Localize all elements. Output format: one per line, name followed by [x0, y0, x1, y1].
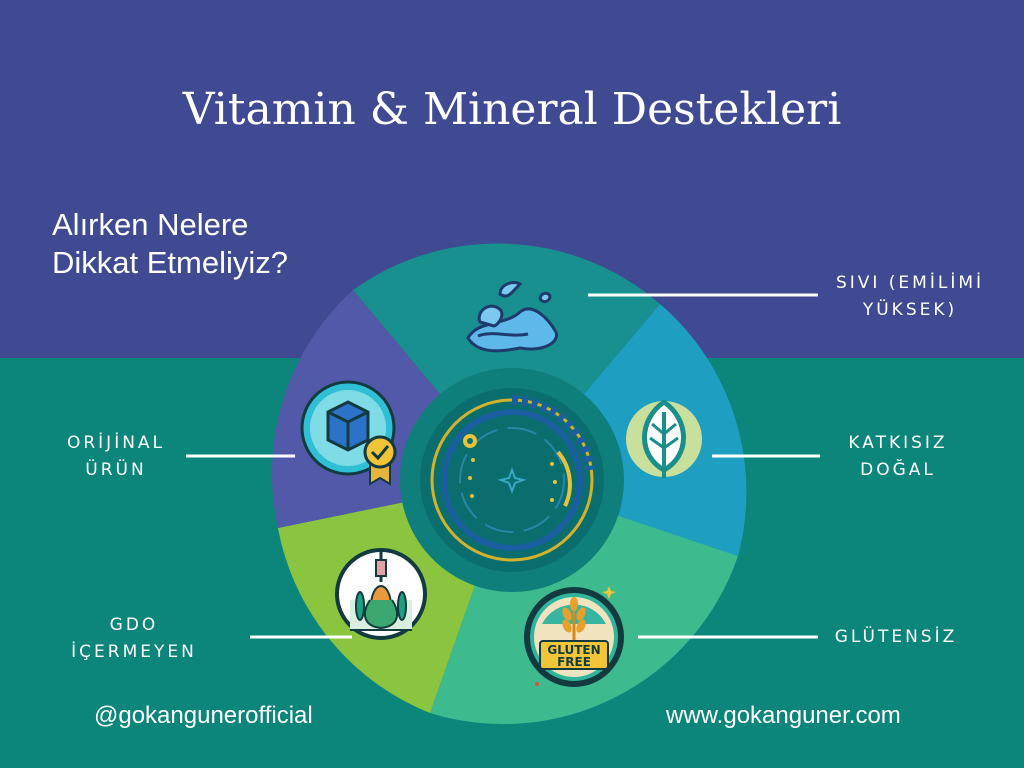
label-liquid: SIVI (EMİLİMİ YÜKSEK)	[820, 270, 1000, 324]
label-natural-line-1: KATKISIZ	[848, 433, 948, 453]
label-liquid-line-1: SIVI (EMİLİMİ	[835, 273, 985, 293]
gmo-crop-icon	[335, 548, 427, 640]
subtitle-line-2: Dikkat Etmeliyiz?	[52, 245, 288, 280]
label-natural-line-2: DOĞAL	[860, 460, 936, 480]
subtitle: Alırken Nelere Dikkat Etmeliyiz?	[52, 206, 288, 282]
label-liquid-line-2: YÜKSEK)	[862, 300, 958, 320]
label-gmo-line-1: GDO	[109, 615, 159, 635]
water-splash-icon	[466, 280, 558, 353]
badge-line-1: GLUTEN	[547, 643, 600, 657]
segment-liquid	[353, 243, 660, 480]
footer-social[interactable]: @gokanguner​official	[94, 702, 313, 729]
footer-website[interactable]: www.gokanguner.com	[666, 702, 901, 729]
gluten-free-badge-icon: GLUTEN FREE	[524, 586, 624, 687]
label-original: ORİJİNAL ÜRÜN	[36, 430, 196, 484]
label-gmo-line-2: İÇERMEYEN	[71, 642, 197, 662]
label-original-line-2: ÜRÜN	[85, 460, 147, 480]
leaf-icon	[626, 398, 702, 478]
label-gluten-line-1: GLÜTENSİZ	[834, 627, 958, 647]
original-box-icon	[300, 380, 397, 486]
page-title: Vitamin & Mineral Destekleri	[182, 84, 842, 135]
badge-line-2: FREE	[557, 655, 591, 669]
label-original-line-1: ORİJİNAL	[66, 433, 166, 453]
label-gluten: GLÜTENSİZ	[806, 624, 986, 651]
label-natural: KATKISIZ DOĞAL	[808, 430, 988, 484]
subtitle-line-1: Alırken Nelere	[52, 207, 249, 242]
center-target-icon	[420, 388, 604, 572]
label-gmo: GDO İÇERMEYEN	[54, 612, 214, 666]
